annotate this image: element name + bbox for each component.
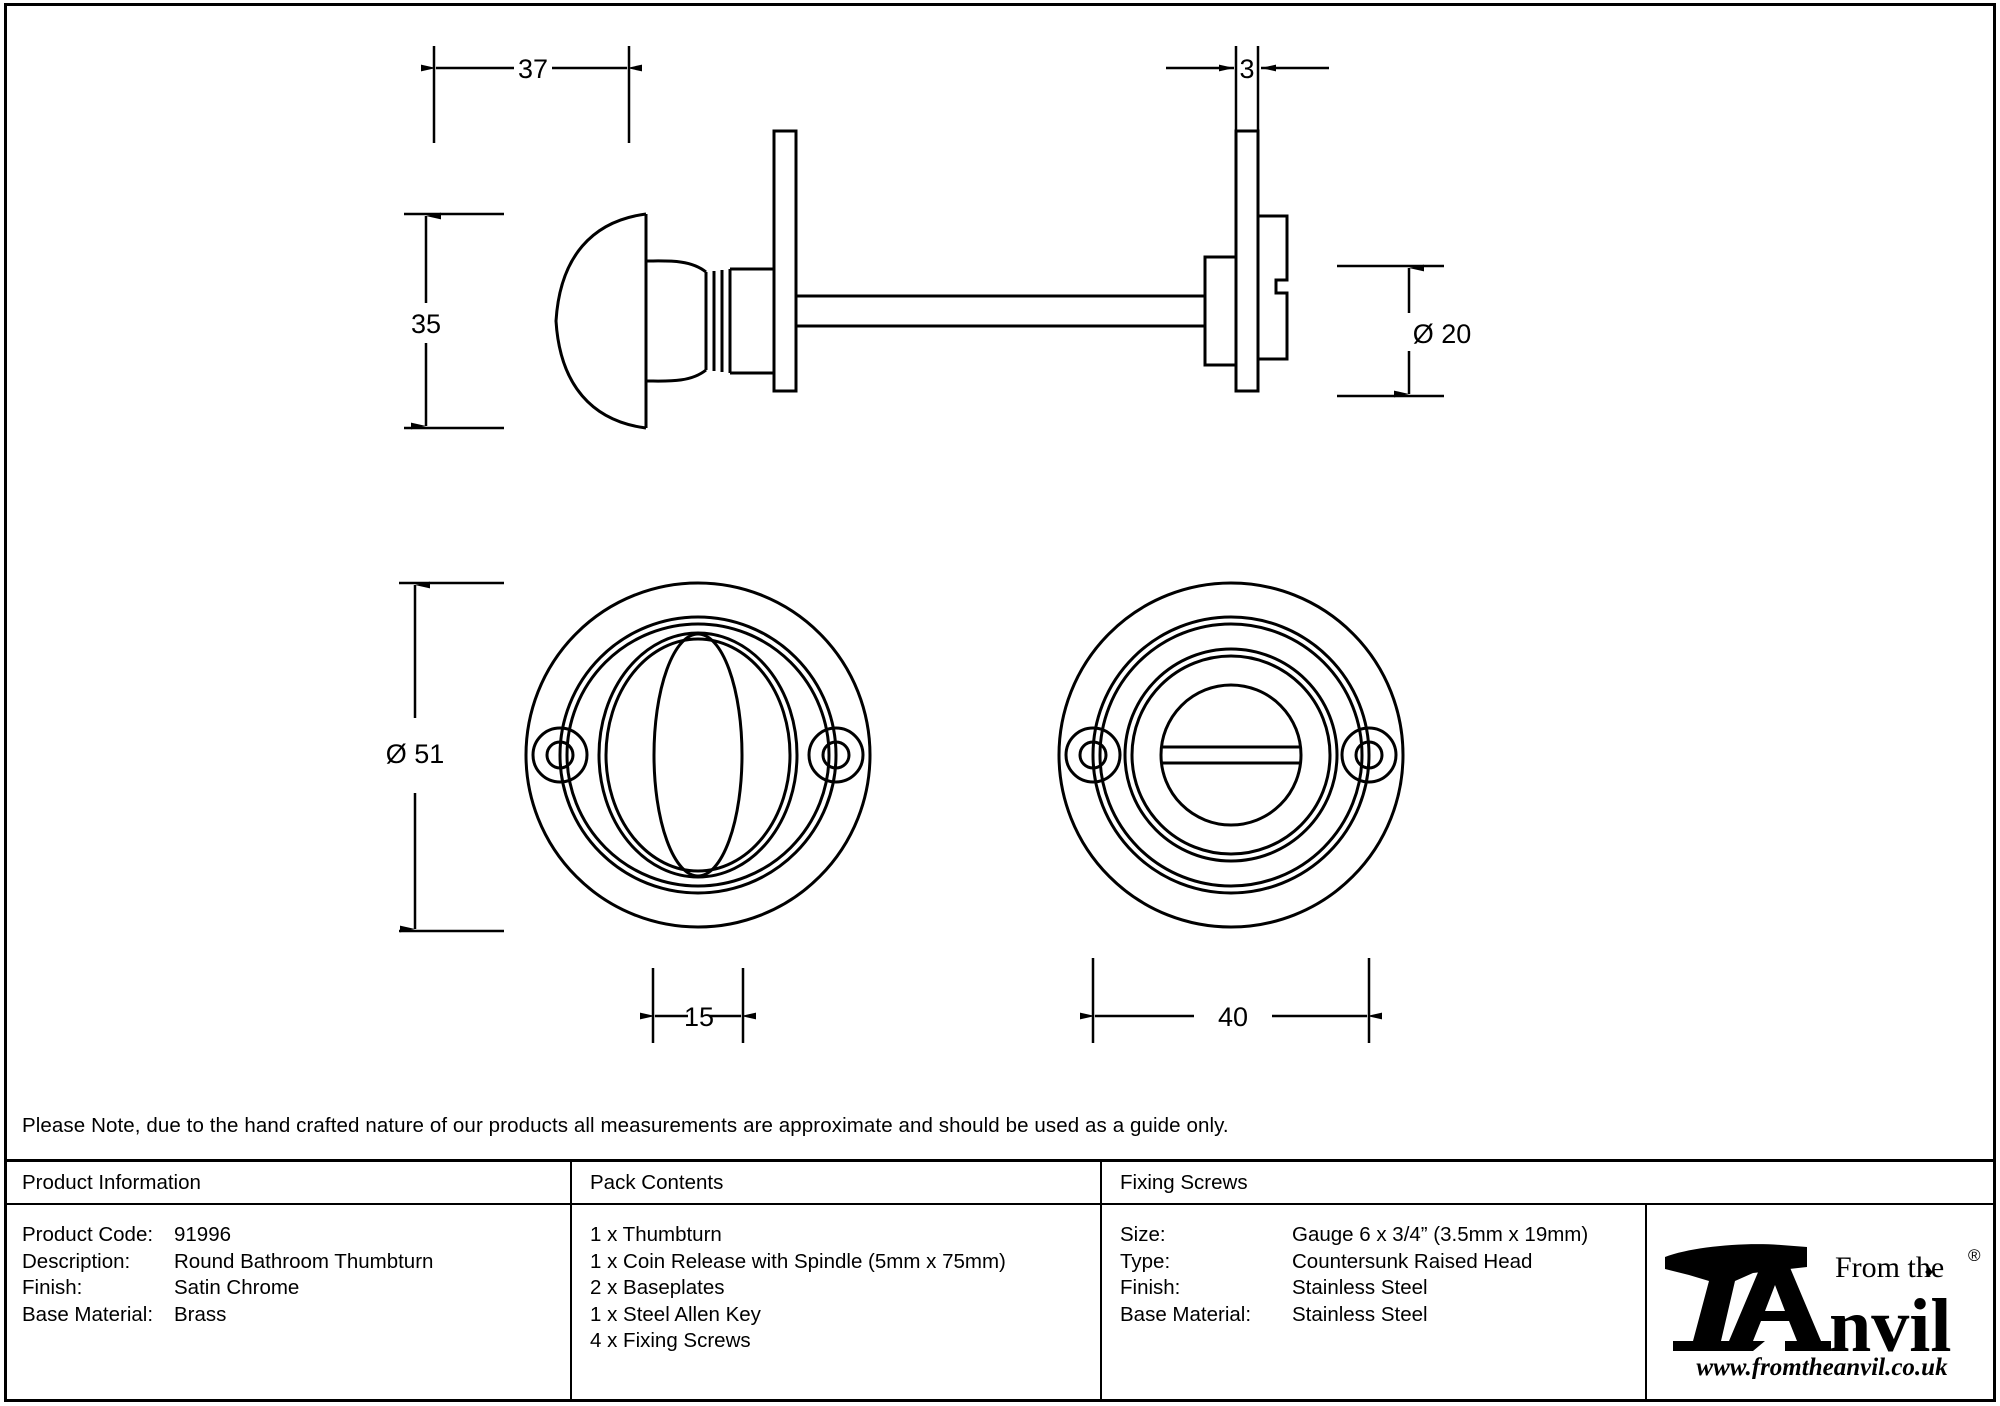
dimension-label-15: 15: [684, 1002, 714, 1032]
table-row: Size: Gauge 6 x 3/4” (3.5mm x 19mm): [1120, 1222, 1645, 1249]
dimension-label-diameter-51: Ø 51: [386, 739, 445, 769]
logo-tagline: From the: [1835, 1251, 1944, 1284]
fixing-screws-title: Fixing Screws: [1120, 1171, 1248, 1194]
list-item: 1 x Steel Allen Key: [590, 1302, 761, 1326]
pack-contents-title: Pack Contents: [590, 1171, 724, 1194]
table-body-row: Product Code: 91996 Description: Round B…: [4, 1205, 1996, 1402]
dimension-label-3: 3: [1239, 54, 1254, 84]
dimension-label-diameter-20: Ø 20: [1413, 319, 1472, 349]
dimension-37: [421, 46, 642, 143]
drawing-area: 37 3 35 Ø 20 Ø 51 15 40: [4, 3, 1996, 1089]
thumbturn-knob-side: [554, 212, 774, 430]
thumbturn-front-view: [524, 581, 872, 929]
coin-release-disc-side: [1258, 214, 1289, 361]
fixing-screws-list: Size: Gauge 6 x 3/4” (3.5mm x 19mm) Type…: [1102, 1205, 1645, 1328]
base-material-label: Base Material:: [22, 1302, 154, 1326]
body-cell-product-information: Product Code: 91996 Description: Round B…: [4, 1205, 570, 1402]
spindle-side: [796, 294, 1205, 328]
registered-trademark-icon: ®: [1968, 1246, 1981, 1265]
description-value: Round Bathroom Thumbturn: [174, 1249, 434, 1273]
from-the-anvil-logo: nvil From the ♦ ® www.fromtheanvil.co.uk: [1657, 1229, 1987, 1379]
screw-type-value: Countersunk Raised Head: [1292, 1249, 1533, 1273]
diamond-icon: ♦: [1924, 1262, 1933, 1281]
dimension-diameter-20: [1337, 264, 1444, 398]
information-table: Please Note, due to the hand crafted nat…: [4, 1092, 1996, 1402]
table-row: Product Code: 91996: [22, 1222, 570, 1249]
header-cell-fixing-screws: Fixing Screws: [1100, 1162, 1645, 1203]
please-note-row: Please Note, due to the hand crafted nat…: [4, 1092, 1996, 1162]
screw-size-label: Size:: [1120, 1223, 1166, 1246]
product-information-title: Product Information: [22, 1171, 201, 1194]
thumbturn-baseplate-side: [772, 129, 798, 393]
screw-base-material-label: Base Material:: [1120, 1302, 1252, 1326]
header-cell-logo-spacer: [1645, 1162, 1996, 1203]
sheet-border: [4, 3, 1996, 1402]
dimension-35: [404, 212, 504, 430]
finish-label: Finish:: [22, 1276, 83, 1299]
table-row: Base Material: Stainless Steel: [1120, 1302, 1645, 1329]
pack-contents-list: 1 x Thumbturn 1 x Coin Release with Spin…: [572, 1205, 1100, 1355]
logo-url: www.fromtheanvil.co.uk: [1696, 1354, 1948, 1379]
dimension-3: [1166, 46, 1329, 143]
screw-base-material-value: Stainless Steel: [1292, 1302, 1428, 1326]
body-cell-pack-contents: 1 x Thumbturn 1 x Coin Release with Spin…: [570, 1205, 1100, 1402]
screw-finish-label: Finish:: [1120, 1276, 1181, 1299]
table-row: Finish: Satin Chrome: [22, 1275, 570, 1302]
dimension-label-40: 40: [1218, 1002, 1248, 1032]
please-note-text: Please Note, due to the hand crafted nat…: [22, 1113, 1229, 1137]
list-item: 1 x Thumbturn: [590, 1223, 722, 1246]
table-row: Description: Round Bathroom Thumbturn: [22, 1249, 570, 1276]
table-row: Type: Countersunk Raised Head: [1120, 1249, 1645, 1276]
brand-logo-cell: nvil From the ♦ ® www.fromtheanvil.co.uk: [1645, 1205, 1996, 1402]
coin-release-front-view: [1057, 581, 1405, 929]
header-cell-pack-contents: Pack Contents: [570, 1162, 1100, 1203]
base-material-value: Brass: [174, 1302, 227, 1326]
table-row: Finish: Stainless Steel: [1120, 1275, 1645, 1302]
list-item: 1 x Coin Release with Spindle (5mm x 75m…: [590, 1249, 1006, 1273]
dimension-diameter-51: [399, 581, 504, 933]
finish-value: Satin Chrome: [174, 1276, 300, 1299]
table-header-row: Product Information Pack Contents Fixing…: [4, 1162, 1996, 1205]
product-code-label: Product Code:: [22, 1223, 154, 1246]
header-cell-product-information: Product Information: [4, 1162, 570, 1203]
description-label: Description:: [22, 1249, 131, 1273]
dimension-label-37: 37: [518, 54, 548, 84]
dimension-40: [1080, 958, 1382, 1043]
list-item: 4 x Fixing Screws: [590, 1329, 751, 1352]
screw-finish-value: Stainless Steel: [1292, 1276, 1428, 1299]
product-information-list: Product Code: 91996 Description: Round B…: [4, 1205, 570, 1328]
table-row: Base Material: Brass: [22, 1302, 570, 1329]
screw-size-value: Gauge 6 x 3/4” (3.5mm x 19mm): [1292, 1223, 1589, 1246]
coin-release-boss-side: [1203, 255, 1238, 367]
wordmark-text: nvil: [1829, 1284, 1952, 1368]
body-cell-fixing-screws: Size: Gauge 6 x 3/4” (3.5mm x 19mm) Type…: [1100, 1205, 1645, 1402]
wordmark-a: [1718, 1250, 1831, 1351]
dimension-label-35: 35: [411, 309, 441, 339]
list-item: 2 x Baseplates: [590, 1276, 725, 1299]
screw-type-label: Type:: [1120, 1249, 1171, 1273]
dimension-15: [640, 968, 756, 1043]
product-code-value: 91996: [174, 1223, 232, 1246]
coin-release-baseplate-side: [1234, 129, 1260, 393]
